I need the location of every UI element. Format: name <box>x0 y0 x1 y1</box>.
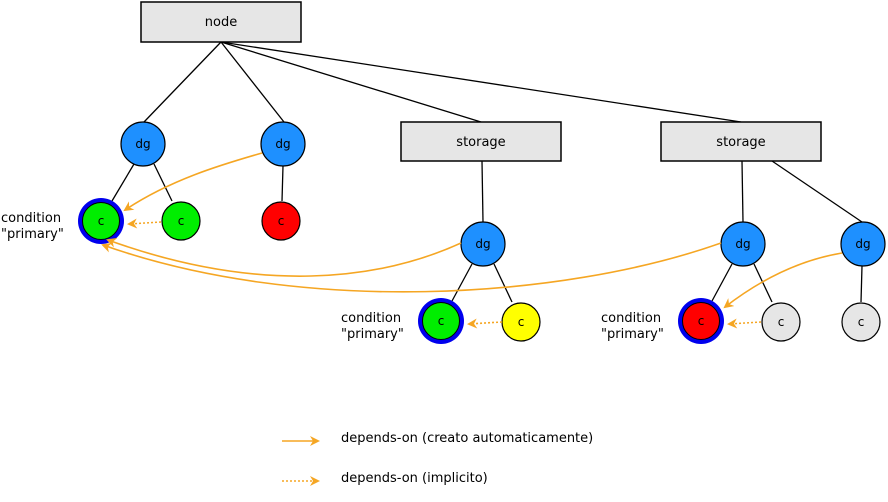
dg-label: dg <box>855 237 870 251</box>
dg-node-2: dg <box>260 121 306 167</box>
c-node-7: c <box>761 302 801 342</box>
dg-label: dg <box>735 237 750 251</box>
edge-storage2-dg4 <box>741 160 744 223</box>
edge-dg4-c7 <box>753 263 773 303</box>
dep-arrow-dg3-to-c1 <box>106 238 462 277</box>
c-label: c <box>178 214 185 228</box>
edge-dg3-c4 <box>451 263 473 302</box>
dep-arrow-dg2-to-c1 <box>123 152 263 212</box>
node-label: node <box>205 15 237 30</box>
c-label: c <box>698 314 705 328</box>
edge-storage2-dg5 <box>771 160 863 223</box>
condition-annotation-3: condition "primary" <box>601 311 664 342</box>
c-label: c <box>438 314 445 328</box>
dg-label: dg <box>275 137 290 151</box>
condition-value: "primary" <box>1 227 64 242</box>
c-label: c <box>858 315 865 329</box>
dg-node-5: dg <box>840 221 886 267</box>
c-node-8: c <box>841 302 881 342</box>
edge-root-dg1 <box>143 41 222 123</box>
dep-arrow-implicit-c2-to-c1 <box>127 218 162 229</box>
edge-dg1-c1 <box>111 163 135 202</box>
tree-edges <box>111 41 863 303</box>
c-label: c <box>778 315 785 329</box>
condition-annotation-2: condition "primary" <box>341 311 404 342</box>
storage-box-1: storage <box>400 121 562 162</box>
c-node-primary-1: c <box>78 198 124 244</box>
dg-node-1: dg <box>120 121 166 167</box>
c-label: c <box>518 315 525 329</box>
edge-root-storage1 <box>220 41 482 123</box>
dg-label: dg <box>475 237 490 251</box>
dep-arrow-dg5-to-c6 <box>723 252 843 309</box>
node-box: node <box>140 1 302 43</box>
c-node-3: c <box>261 201 301 241</box>
dep-arrow-implicit-c5-to-c4 <box>467 318 503 329</box>
condition-annotation-1: condition "primary" <box>1 211 64 242</box>
storage-label: storage <box>456 135 505 150</box>
edge-dg2-c3 <box>281 165 284 202</box>
dep-arrow-dg4-to-c1 <box>101 242 722 293</box>
condition-text: condition <box>601 311 661 326</box>
dg-node-4: dg <box>720 221 766 267</box>
c-label: c <box>278 214 285 228</box>
legend-dotted-label: depends-on (implicito) <box>341 471 488 486</box>
legend: depends-on (creato automaticamente) depe… <box>282 431 593 486</box>
dg-node-3: dg <box>460 221 506 267</box>
condition-text: condition <box>1 211 61 226</box>
storage-label: storage <box>716 135 765 150</box>
c-node-5: c <box>501 302 541 342</box>
legend-dotted: depends-on (implicito) <box>282 471 488 486</box>
edge-root-dg2 <box>220 41 285 123</box>
dependency-arrows <box>101 152 843 329</box>
condition-text: condition <box>341 311 401 326</box>
edge-dg3-c5 <box>493 263 513 303</box>
dep-arrow-implicit-c7-to-c6 <box>727 318 762 329</box>
edge-dg1-c2 <box>153 163 173 202</box>
c-label: c <box>98 214 105 228</box>
storage-box-2: storage <box>660 121 822 162</box>
dg-label: dg <box>135 137 150 151</box>
edge-dg5-c8 <box>860 265 863 303</box>
legend-solid-label: depends-on (creato automaticamente) <box>341 431 593 446</box>
condition-value: "primary" <box>341 327 404 342</box>
edge-dg4-c6 <box>711 263 733 302</box>
edge-storage1-dg3 <box>481 160 484 223</box>
condition-value: "primary" <box>601 327 664 342</box>
legend-solid: depends-on (creato automaticamente) <box>282 431 593 446</box>
c-node-primary-6: c <box>678 298 724 344</box>
c-node-primary-4: c <box>418 298 464 344</box>
c-node-2: c <box>161 201 201 241</box>
edge-root-storage2 <box>220 41 742 123</box>
